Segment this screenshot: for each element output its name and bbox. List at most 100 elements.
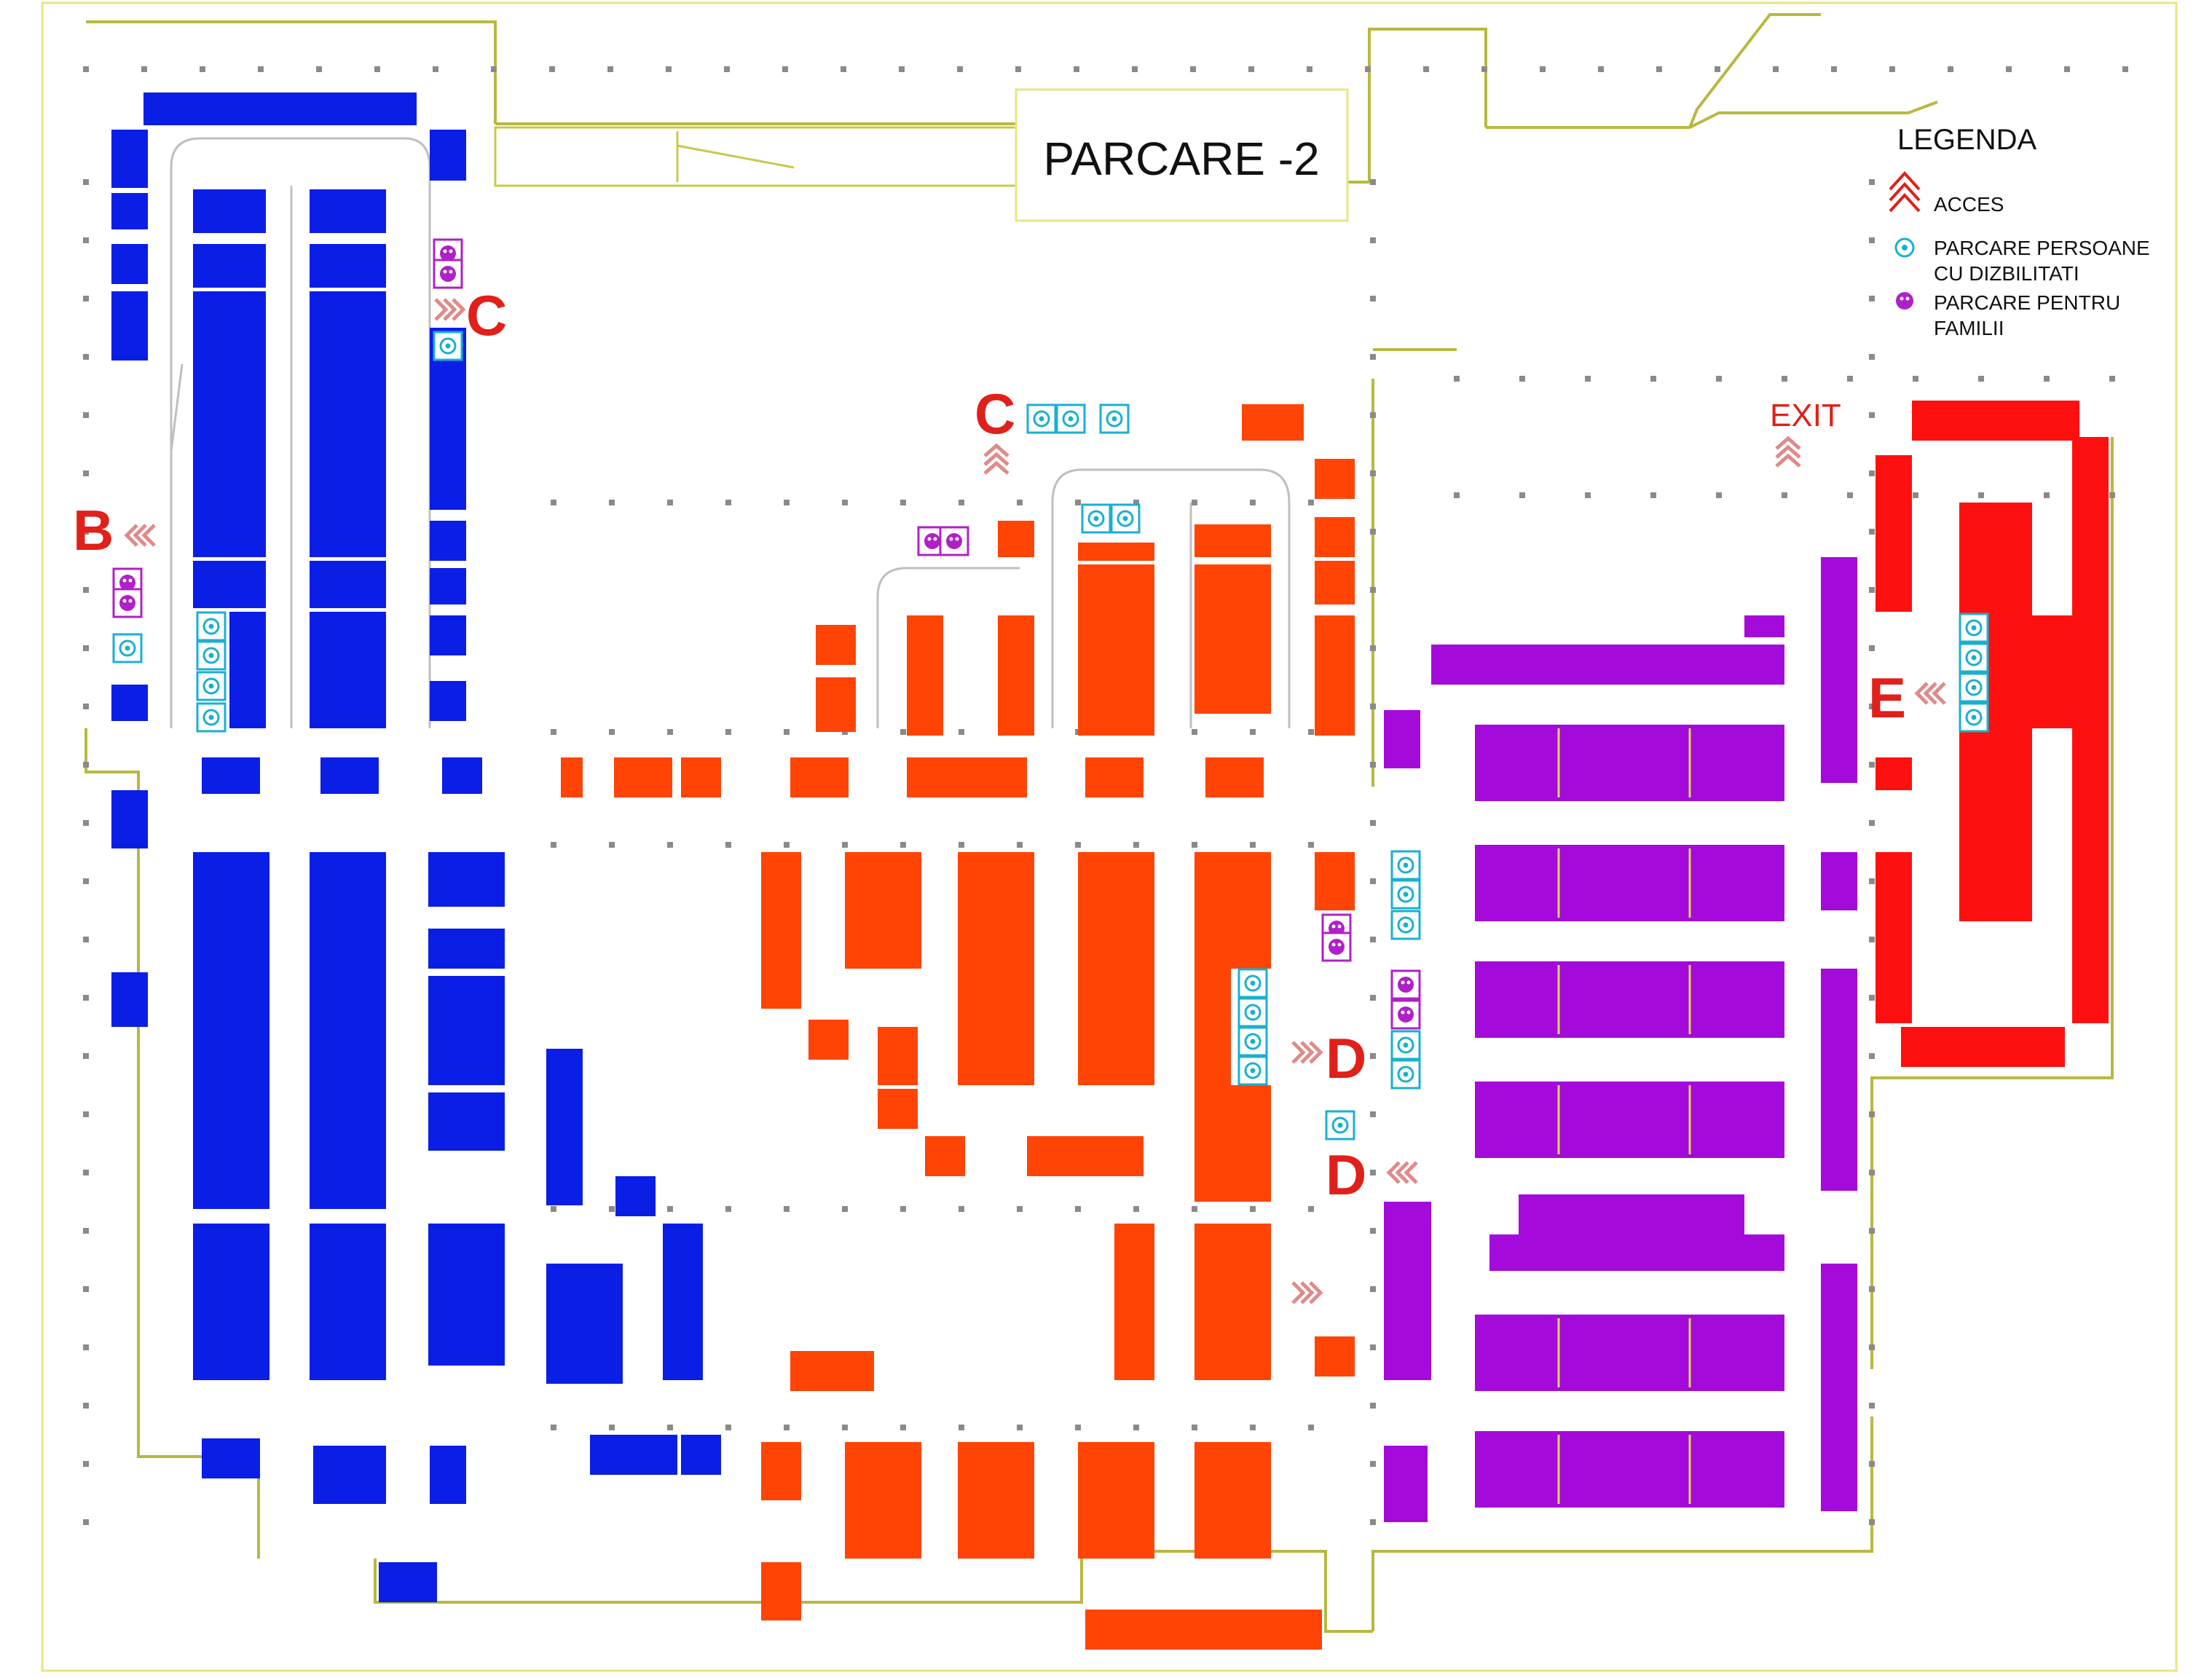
parking-block-blue [377,92,417,125]
parking-block-orange [681,757,721,797]
pillar [607,66,613,72]
pillar [551,1425,556,1430]
pillar [725,1425,731,1430]
pillar [725,1206,731,1212]
pillar [1190,66,1196,72]
pillar [1017,1206,1023,1212]
parking-block-blue [428,929,505,969]
pillar [2044,492,2050,498]
legend-access-label: ACCES [1934,193,2004,216]
pillar [1075,1425,1081,1430]
pillar [83,820,89,826]
pillar [1192,842,1197,848]
pillar [1869,645,1875,651]
pillar [1370,645,1376,651]
pillar [1598,66,1604,72]
parking-block-blue [379,1562,437,1602]
pillar [900,842,906,848]
pillar [1869,1053,1875,1059]
pillar [1889,66,1895,72]
parking-block-blue [193,561,266,608]
pillar [1370,704,1376,709]
pillar [959,500,964,505]
parking-block-orange [1315,615,1355,659]
pillar [316,66,322,72]
wheelchair-icon [1237,997,1268,1028]
pillar [551,729,556,735]
pillar [1869,1344,1875,1350]
pillar [667,500,673,505]
page-title: PARCARE -2 [1043,133,1319,185]
parking-block-orange [1085,1136,1144,1176]
pillar [1370,237,1376,243]
pillar [2109,376,2115,382]
parking-block-purple [1475,1315,1784,1391]
parking-block-red [1876,757,1912,790]
pillar [1782,492,1787,498]
parking-block-orange [1085,1610,1322,1650]
pillar [899,66,905,72]
pillar [1847,376,1853,382]
pillar [374,66,380,72]
pillar [1370,1403,1376,1409]
wheelchair-icon [1237,1026,1268,1057]
wheelchair-icon [196,702,227,733]
title-box: PARCARE -2 [1015,88,1349,222]
pillar [83,66,89,72]
pillar [1370,1286,1376,1292]
pillar [666,66,672,72]
pillar [609,1206,615,1212]
pillar [83,237,89,243]
parking-block-blue [202,757,260,794]
parking-block-blue [590,1435,612,1475]
parking-block-orange [1315,561,1355,604]
parking-block-purple [1384,1446,1428,1522]
parking-block-orange [878,1089,918,1129]
pillar [1869,529,1875,535]
parking-block-blue [193,244,266,288]
wheelchair-icon [1959,612,1989,643]
pillar [1017,500,1023,505]
pillar [1015,66,1021,72]
parking-block-purple [1475,1431,1784,1508]
access-chevron-icon [1889,171,1921,213]
pillar [667,729,673,735]
parking-block-blue [229,612,266,728]
parking-block-blue [430,521,466,561]
pillar [667,1206,673,1212]
parking-block-orange [761,1562,801,1620]
pillar [551,842,556,848]
pillar [1978,376,1984,382]
parking-block-purple [1475,961,1784,1038]
parking-block-red [1876,455,1912,612]
pillar [83,1111,89,1117]
pillar [1773,66,1779,72]
pillar [1716,376,1722,382]
pillar [784,500,790,505]
access-chevron-icon [1386,1161,1418,1184]
pillar [83,1519,89,1525]
family-icon [112,588,143,618]
pillar [1192,1206,1197,1212]
pillar [1869,296,1875,302]
pillar [83,704,89,709]
pillar [1308,1425,1314,1430]
parking-block-orange [808,1020,849,1060]
pillar [1585,492,1591,498]
parking-block-orange [845,852,921,969]
pillar [1250,1425,1256,1430]
pillar [1869,878,1875,884]
parking-block-orange [958,1442,1034,1559]
pillar [2064,66,2070,72]
pillar [1308,1206,1314,1212]
parking-block-purple [1384,1202,1431,1380]
legend-family-label-line2: FAMILII [1934,317,2004,339]
parking-blocks [111,92,2109,1650]
parking-block-purple [1475,725,1784,801]
pillar [1133,1425,1139,1430]
parking-block-blue [318,92,377,125]
pillar [1869,820,1875,826]
pillar [1370,878,1376,884]
parking-block-blue [202,92,260,125]
parking-block-purple [1384,710,1420,768]
